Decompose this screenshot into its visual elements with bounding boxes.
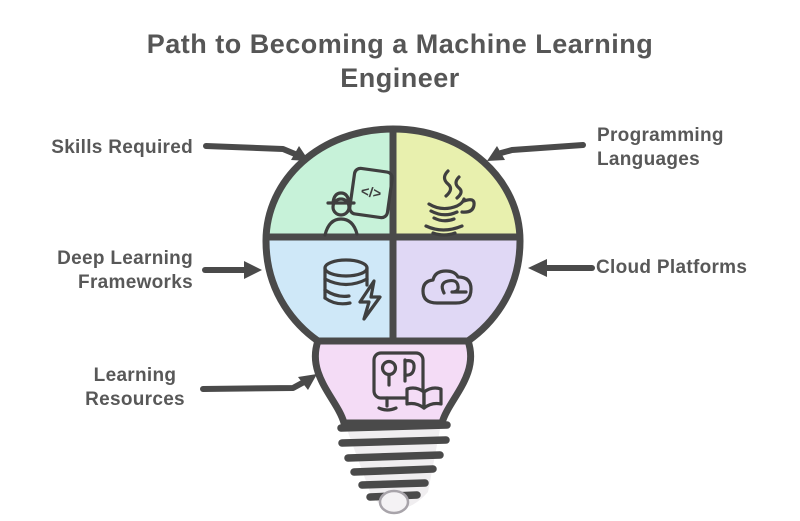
svg-text:</>: </> — [360, 183, 382, 202]
arrow-cloud-platforms — [528, 259, 595, 277]
page-title: Path to Becoming a Machine Learning Engi… — [146, 29, 654, 93]
section-skills-fill — [266, 129, 393, 237]
label-skills-required: Skills Required — [51, 137, 193, 158]
bulb-outline — [262, 125, 524, 427]
label-deep-learning-frameworks: Deep Learning Frameworks — [57, 248, 193, 293]
label-cloud-platforms: Cloud Platforms — [596, 257, 748, 278]
database-lightning-icon — [323, 258, 382, 321]
java-coffee-cup-icon — [424, 169, 476, 237]
section-cloud-fill — [393, 237, 520, 342]
arrow-learning-resources — [200, 374, 317, 392]
arrow-skills-required — [203, 143, 309, 161]
label-programming-languages: Programming Languages — [597, 125, 724, 170]
cloud-icon — [421, 269, 473, 305]
screw-tip — [378, 489, 410, 515]
arrow-programming-languages — [487, 142, 586, 161]
engineer-document-icon: </> — [323, 166, 394, 237]
arrow-deep-learning-frameworks — [202, 261, 262, 279]
screen-book-icon — [372, 351, 443, 412]
bulb-screw-base — [337, 421, 451, 515]
bulb-outline-path — [262, 125, 524, 427]
label-learning-resources: Learning Resources — [85, 365, 185, 410]
